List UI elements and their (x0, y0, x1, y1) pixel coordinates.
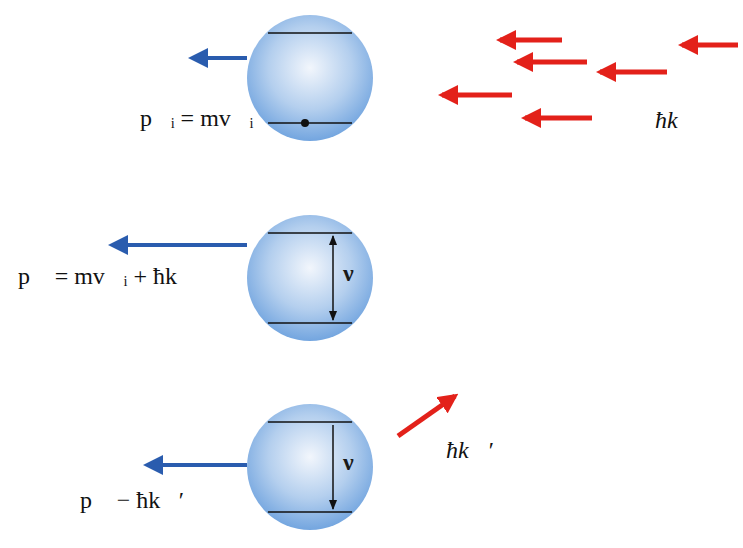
atom-momentum-label: p⃗ᵢ = mv⃗ᵢ (140, 104, 253, 133)
energy-level (268, 232, 352, 234)
energy-level (268, 421, 352, 423)
atom-shape (245, 402, 375, 532)
transition-arrow (332, 425, 334, 509)
momentum-arrow (147, 463, 247, 467)
energy-level (268, 32, 352, 34)
energy-level (268, 322, 352, 324)
photon-momentum-label: ħk⃗ (655, 106, 696, 135)
atom-momentum-label: p⃗ = mv⃗ᵢ + ħk⃗ (18, 262, 196, 291)
electron-dot (301, 119, 309, 127)
photon-momentum-label: ħk⃗′ (446, 436, 493, 465)
momentum-arrow (192, 56, 247, 60)
energy-level (268, 511, 352, 513)
momentum-arrow (112, 243, 247, 247)
excited-atom: ν (245, 213, 375, 343)
atom-circle (247, 15, 373, 141)
atom-momentum-label: p⃗ − ħk⃗′ (80, 486, 184, 515)
frequency-label: ν (343, 448, 354, 477)
atom-shape (245, 213, 375, 343)
excited-atom: ν (245, 402, 375, 532)
energy-level (268, 122, 352, 124)
photon-arrow (398, 396, 455, 436)
photon-arrows (442, 40, 738, 118)
frequency-label: ν (343, 259, 354, 288)
transition-arrow (332, 236, 334, 320)
